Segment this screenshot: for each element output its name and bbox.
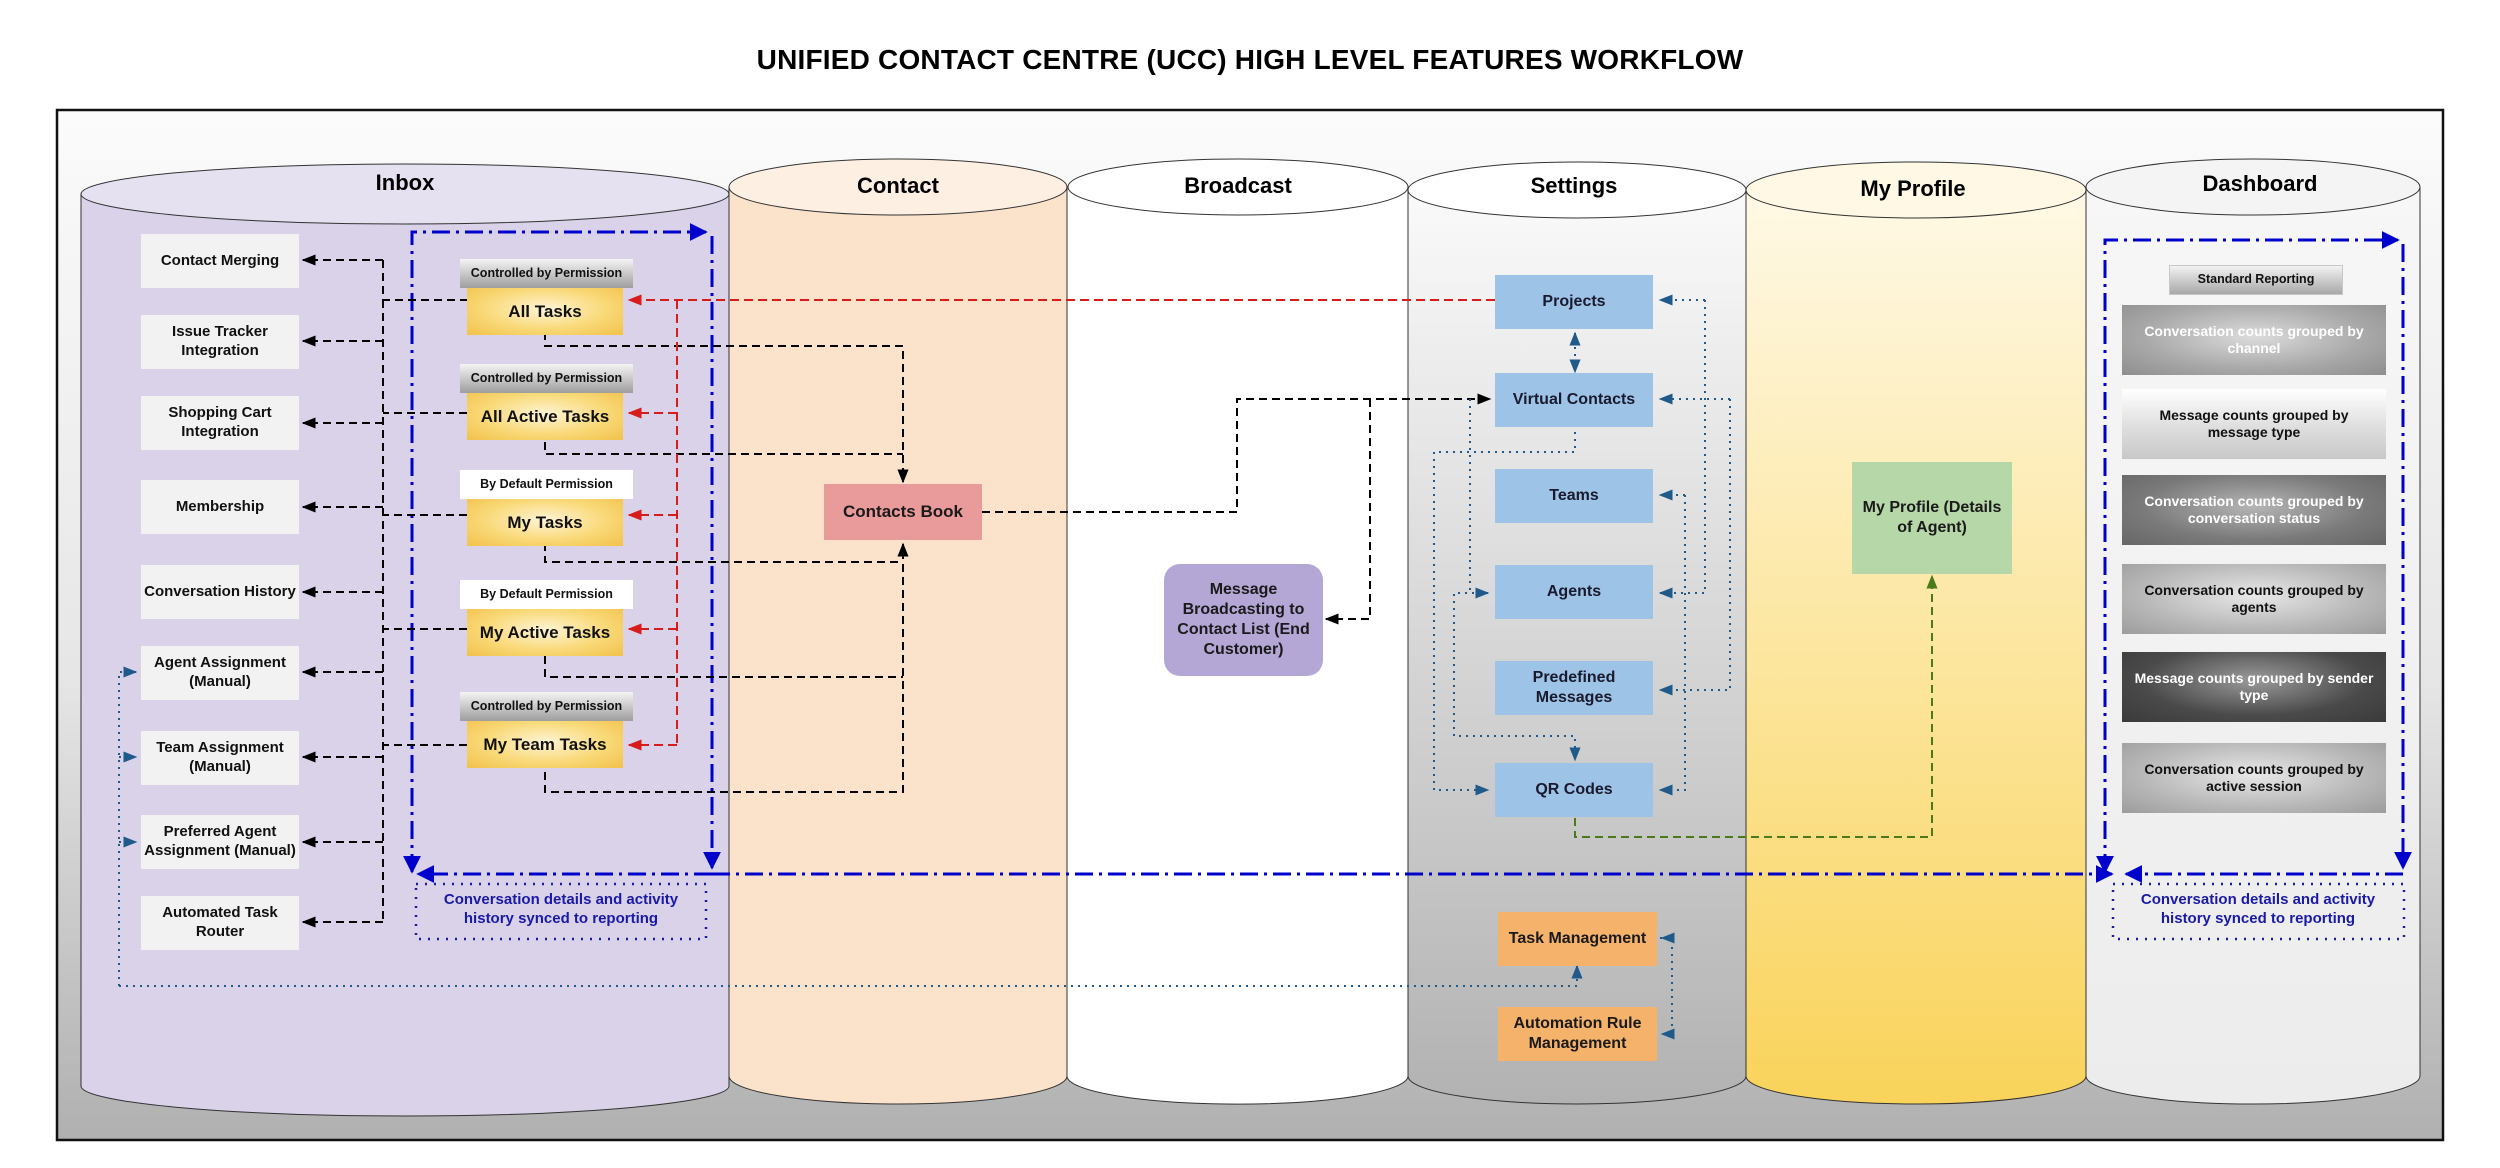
inbox-feature-automated-router[interactable]: Automated Task Router — [141, 896, 299, 950]
contacts-to-broadcast-links — [982, 393, 1492, 625]
column-label-profile: My Profile — [1860, 176, 1966, 201]
inbox-sync-loop — [403, 223, 2114, 883]
permission-badge: By Default Permission — [460, 470, 633, 499]
report-conversation-by-active-session[interactable]: Conversation counts grouped by active se… — [2122, 743, 2386, 813]
task-all-active-tasks[interactable]: All Active Tasks — [467, 393, 623, 440]
report-conversation-by-status[interactable]: Conversation counts grouped by conversat… — [2122, 475, 2386, 545]
inbox-feature-conversation-history[interactable]: Conversation History — [141, 565, 299, 619]
settings-links — [118, 294, 1731, 1040]
settings-qr-codes[interactable]: QR Codes — [1495, 763, 1653, 817]
standard-reporting-header: Standard Reporting — [2169, 265, 2343, 295]
tasks-to-contacts-links — [544, 332, 909, 793]
dashboard-sync-note-box — [2111, 882, 2406, 941]
my-profile-details[interactable]: My Profile (Details of Agent) — [1852, 462, 2012, 574]
settings-automation-rule-management[interactable]: Automation Rule Management — [1498, 1007, 1657, 1061]
report-conversation-by-channel[interactable]: Conversation counts grouped by channel — [2122, 305, 2386, 375]
report-conversation-by-agents[interactable]: Conversation counts grouped by agents — [2122, 564, 2386, 634]
task-my-tasks[interactable]: My Tasks — [467, 499, 623, 546]
inbox-feature-preferred-agent[interactable]: Preferred Agent Assignment (Manual) — [141, 815, 299, 869]
task-my-active-tasks[interactable]: My Active Tasks — [467, 609, 623, 656]
report-message-by-type[interactable]: Message counts grouped by message type — [2122, 389, 2386, 459]
settings-teams[interactable]: Teams — [1495, 469, 1653, 523]
column-label-broadcast: Broadcast — [1184, 173, 1292, 198]
permission-badge: Controlled by Permission — [460, 692, 633, 721]
settings-virtual-contacts[interactable]: Virtual Contacts — [1495, 373, 1653, 427]
dashboard-sync-note: Conversation details and activity histor… — [2140, 891, 2376, 927]
inbox-feature-team-assignment[interactable]: Team Assignment (Manual) — [141, 731, 299, 785]
inbox-cylinder — [80, 163, 730, 1117]
qr-to-profile-link — [1574, 574, 1938, 838]
inbox-sync-note: Conversation details and activity histor… — [443, 891, 679, 927]
inbox-feature-shopping-cart[interactable]: Shopping Cart Integration — [141, 396, 299, 450]
permission-links — [627, 294, 1495, 751]
column-label-settings: Settings — [1530, 173, 1618, 198]
permission-badge: Controlled by Permission — [460, 364, 633, 393]
task-all-tasks[interactable]: All Tasks — [467, 288, 623, 335]
inbox-sync-note-box — [414, 882, 708, 941]
task-my-team-tasks[interactable]: My Team Tasks — [467, 721, 623, 768]
permission-badge: Controlled by Permission — [460, 259, 633, 288]
diagram-title: UNIFIED CONTACT CENTRE (UCC) HIGH LEVEL … — [756, 44, 1744, 75]
inbox-feature-contact-merging[interactable]: Contact Merging — [141, 234, 299, 288]
settings-task-management[interactable]: Task Management — [1498, 912, 1657, 966]
column-label-contact: Contact — [857, 173, 939, 198]
column-label-dashboard: Dashboard — [2202, 171, 2318, 196]
settings-predefined-messages[interactable]: Predefined Messages — [1495, 661, 1653, 715]
inbox-feature-links — [301, 254, 467, 928]
settings-projects[interactable]: Projects — [1495, 275, 1653, 329]
profile-cylinder — [1745, 161, 2087, 1105]
contacts-book[interactable]: Contacts Book — [824, 484, 982, 540]
inbox-feature-membership[interactable]: Membership — [141, 480, 299, 534]
settings-agents[interactable]: Agents — [1495, 565, 1653, 619]
column-label-inbox: Inbox — [375, 170, 435, 195]
inbox-feature-agent-assignment[interactable]: Agent Assignment (Manual) — [141, 646, 299, 700]
dashboard-sync-loop — [2096, 231, 2412, 883]
inbox-feature-issue-tracker[interactable]: Issue Tracker Integration — [141, 315, 299, 369]
permission-badge: By Default Permission — [460, 580, 633, 609]
report-message-by-sender-type[interactable]: Message counts grouped by sender type — [2122, 652, 2386, 722]
message-broadcasting[interactable]: Message Broadcasting to Contact List (En… — [1164, 564, 1323, 676]
